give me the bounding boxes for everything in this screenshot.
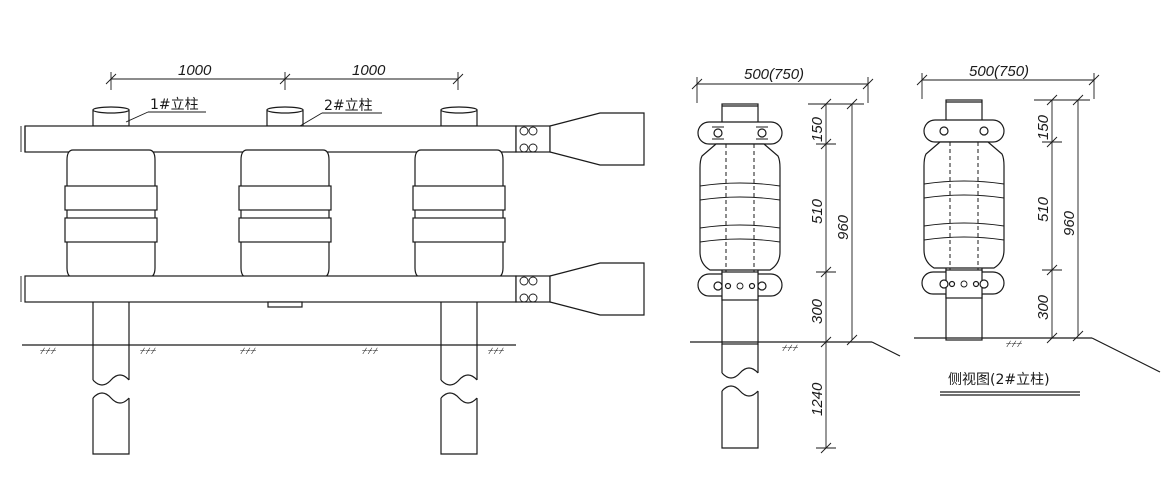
front-dim-span-2: 1000 (352, 62, 386, 79)
side1-dim-1240: 1240 (809, 382, 826, 416)
side2-caption: 侧视图(2#立柱) (948, 372, 1050, 388)
front-view: 1000 1000 1#立柱 2#立柱 (20, 62, 645, 455)
side-view-2: 500(750) ⌿⌿⌿ 15 (914, 63, 1161, 396)
post-cap (266, 106, 304, 127)
side-view-1: 500(750) ⌿⌿⌿ (690, 66, 901, 454)
post-3 (440, 302, 478, 455)
side1-dim-150: 150 (809, 116, 826, 142)
ground-symbol: ⌿⌿⌿ (782, 344, 799, 354)
side1-width-dim: 500(750) (744, 66, 804, 83)
lower-rail (20, 262, 645, 316)
side1-dim-960: 960 (835, 214, 852, 240)
side2-width-dim: 500(750) (969, 63, 1029, 80)
roller-barrel (238, 149, 332, 279)
side2-dim-150: 150 (1035, 114, 1052, 140)
ground-symbol: ⌿⌿⌿ (240, 347, 257, 357)
front-dim-span-1: 1000 (178, 62, 212, 79)
ground-symbol: ⌿⌿⌿ (140, 347, 157, 357)
post-cap (440, 106, 478, 127)
post-1 (92, 302, 130, 455)
side1-dim-510: 510 (809, 198, 826, 224)
ground-symbol: ⌿⌿⌿ (40, 347, 57, 357)
post-1-label: 1#立柱 (150, 97, 199, 113)
ground-symbol: ⌿⌿⌿ (1006, 340, 1023, 350)
roller-barrel (412, 149, 506, 279)
post-cap (92, 106, 130, 127)
ground-symbol: ⌿⌿⌿ (362, 347, 379, 357)
side2-dim-510: 510 (1035, 196, 1052, 222)
post-2-label: 2#立柱 (324, 98, 373, 114)
side1-dim-300: 300 (809, 298, 826, 324)
side2-dim-960: 960 (1061, 210, 1078, 236)
ground-symbol: ⌿⌿⌿ (488, 347, 505, 357)
upper-rail (20, 112, 645, 166)
roller-barrel (64, 149, 158, 279)
side2-dim-300: 300 (1035, 294, 1052, 320)
